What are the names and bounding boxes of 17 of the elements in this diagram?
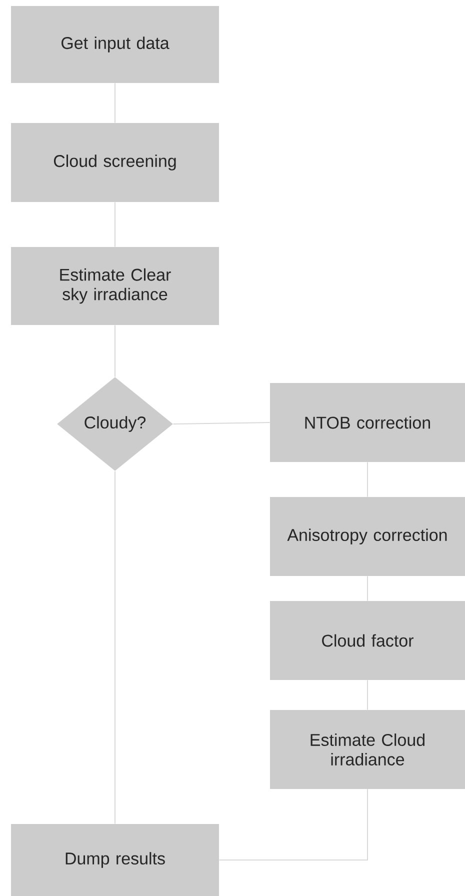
process-box: Dump results bbox=[11, 824, 219, 896]
process-box: Anisotropy correction bbox=[270, 497, 465, 576]
process-box: Cloud screening bbox=[11, 123, 219, 202]
process-box: Get input data bbox=[11, 6, 219, 83]
connector-line bbox=[367, 462, 368, 498]
connector-line bbox=[114, 470, 116, 824]
process-box: Estimate Clear sky irradiance bbox=[11, 247, 219, 325]
process-box: Estimate Cloud irradiance bbox=[270, 710, 465, 789]
connector-line bbox=[114, 202, 116, 248]
connector-line bbox=[367, 680, 368, 710]
connector-line bbox=[172, 422, 270, 424]
connector-line bbox=[114, 324, 116, 378]
connector-line bbox=[114, 82, 116, 124]
connector-line bbox=[367, 576, 368, 602]
connector-line bbox=[218, 788, 368, 860]
process-box: NTOB correction bbox=[270, 383, 465, 462]
process-box: Cloud factor bbox=[270, 601, 465, 680]
